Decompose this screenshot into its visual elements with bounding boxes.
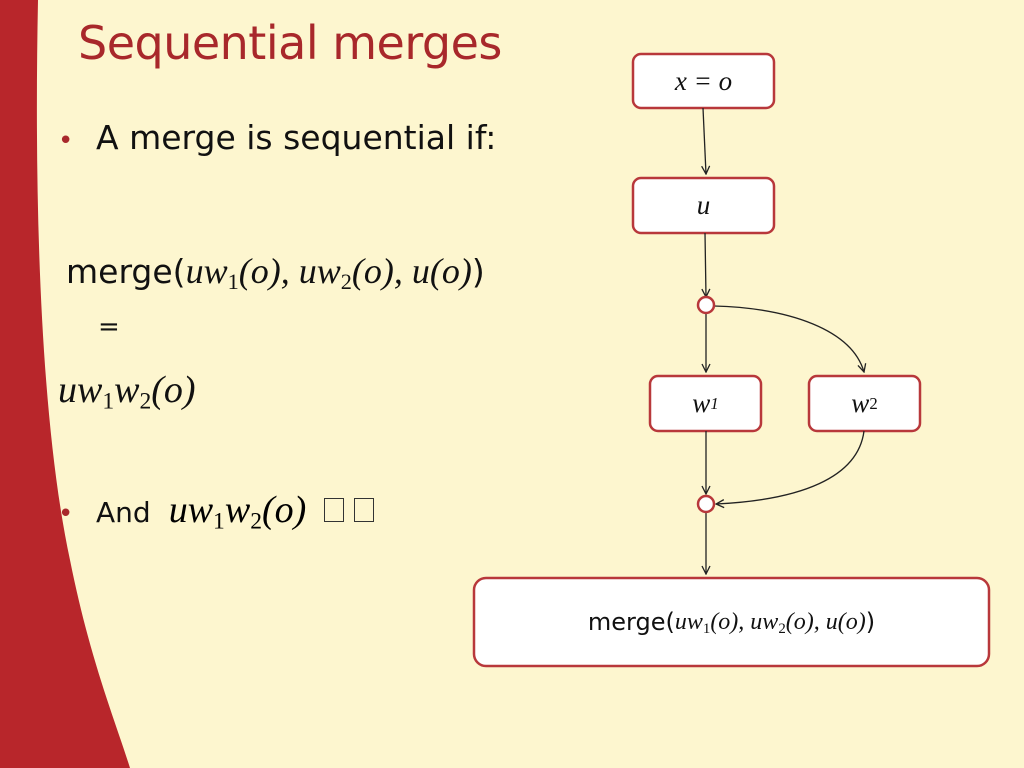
and-formula: uw1w2(o) — [168, 489, 307, 535]
left-red-band — [0, 0, 130, 768]
edge-u-to-fork — [705, 232, 706, 297]
merge-formula: merge(uw1(o), uw2(o), u(o)) — [66, 250, 485, 295]
bullet-dot: • — [58, 126, 74, 156]
edge-x-to-u — [703, 107, 706, 174]
node-merge-label: merge(uw1(o), uw2(o), u(o)) — [587, 608, 876, 637]
slide-title: Sequential merges — [78, 16, 502, 70]
fork-point — [696, 295, 716, 315]
bullet-dot: • — [58, 499, 74, 529]
merge-close: ) — [471, 252, 485, 291]
bullet-and-text: And — [96, 496, 151, 529]
missing-glyph-box — [354, 498, 375, 522]
bullet-text: A merge is sequential if: — [96, 118, 497, 157]
equals-sign: = — [98, 312, 120, 342]
missing-glyph-box — [324, 498, 345, 522]
node-u — [631, 176, 776, 235]
merge-args: uw1(o), uw2(o), u(o) — [185, 251, 472, 295]
result-formula: uw1w2(o) — [58, 369, 196, 415]
edge-fork-to-w2 — [713, 305, 864, 372]
join-point — [696, 494, 716, 514]
node-merge — [472, 576, 991, 668]
bullet-and: • And uw1w2(o) — [58, 488, 375, 535]
edge-w2-to-join — [716, 430, 865, 504]
bullet-sequential: • A merge is sequential if: — [58, 118, 496, 157]
merge-word: merge( — [66, 252, 186, 291]
node-x-eq-o-label: x = o — [674, 65, 733, 96]
node-w2 — [807, 374, 922, 433]
node-u-label: u — [696, 190, 711, 220]
